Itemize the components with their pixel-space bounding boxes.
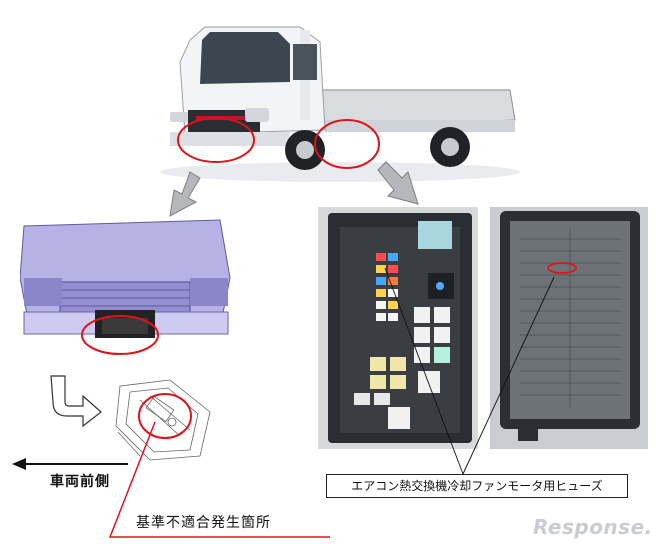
- curved-arrow: [50, 375, 102, 428]
- under-bumper-highlight: [81, 315, 159, 355]
- vehicle-front-label: 車両前側: [50, 474, 110, 490]
- nonconformity-label: 基準不適合発生箇所: [136, 515, 271, 531]
- fuse-box-photo: [318, 207, 478, 449]
- fuse-cover-photo: [490, 207, 648, 449]
- cover-fuse-highlight: [547, 262, 577, 274]
- down-arrow: [169, 171, 201, 217]
- fuse-location-highlight: [138, 393, 192, 439]
- fuse-location-drawing: [115, 379, 211, 461]
- vehicle-front-arrow: [12, 458, 128, 470]
- truck-photo: [150, 2, 530, 182]
- side-fuse-highlight: [314, 119, 380, 169]
- right-arrow: [377, 161, 419, 205]
- fuse-caption: エアコン熱交換機冷却ファンモータ用ヒューズ: [326, 474, 628, 498]
- response-watermark: Response.: [533, 515, 653, 539]
- cab-front-render: [20, 218, 235, 368]
- front-grille-highlight: [177, 117, 255, 163]
